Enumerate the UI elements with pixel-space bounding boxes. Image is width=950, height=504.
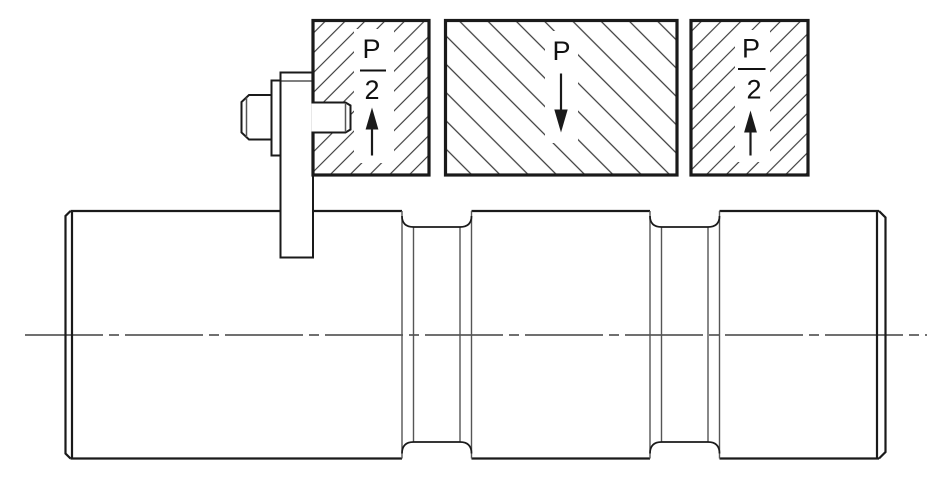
right-load-label: P 2 [735,30,770,162]
center-load-text: P [552,36,570,66]
center-load-label: P [545,31,578,143]
down-arrow-icon [554,73,568,133]
up-arrow-icon [365,107,379,156]
clamp-bracket-arm [279,71,314,259]
up-arrow-head [365,107,379,130]
bolt-head [240,94,273,141]
left-load-label: P 2 [354,29,394,163]
up-arrow-icon [744,110,757,156]
down-arrow-head [554,109,568,133]
groove-shoulder-lines [401,211,721,459]
washer [270,79,282,157]
left-label-backing [354,29,394,163]
groove-contours [401,215,721,454]
right-load-numerator: P [742,34,760,64]
left-load-denominator: 2 [364,75,379,105]
right-load-denominator: 2 [746,75,761,105]
left-load-numerator: P [362,34,380,64]
shaft-outline [64,209,887,460]
up-arrow-head [744,110,757,133]
bolt-shank [311,101,352,134]
right-label-backing [735,30,770,162]
